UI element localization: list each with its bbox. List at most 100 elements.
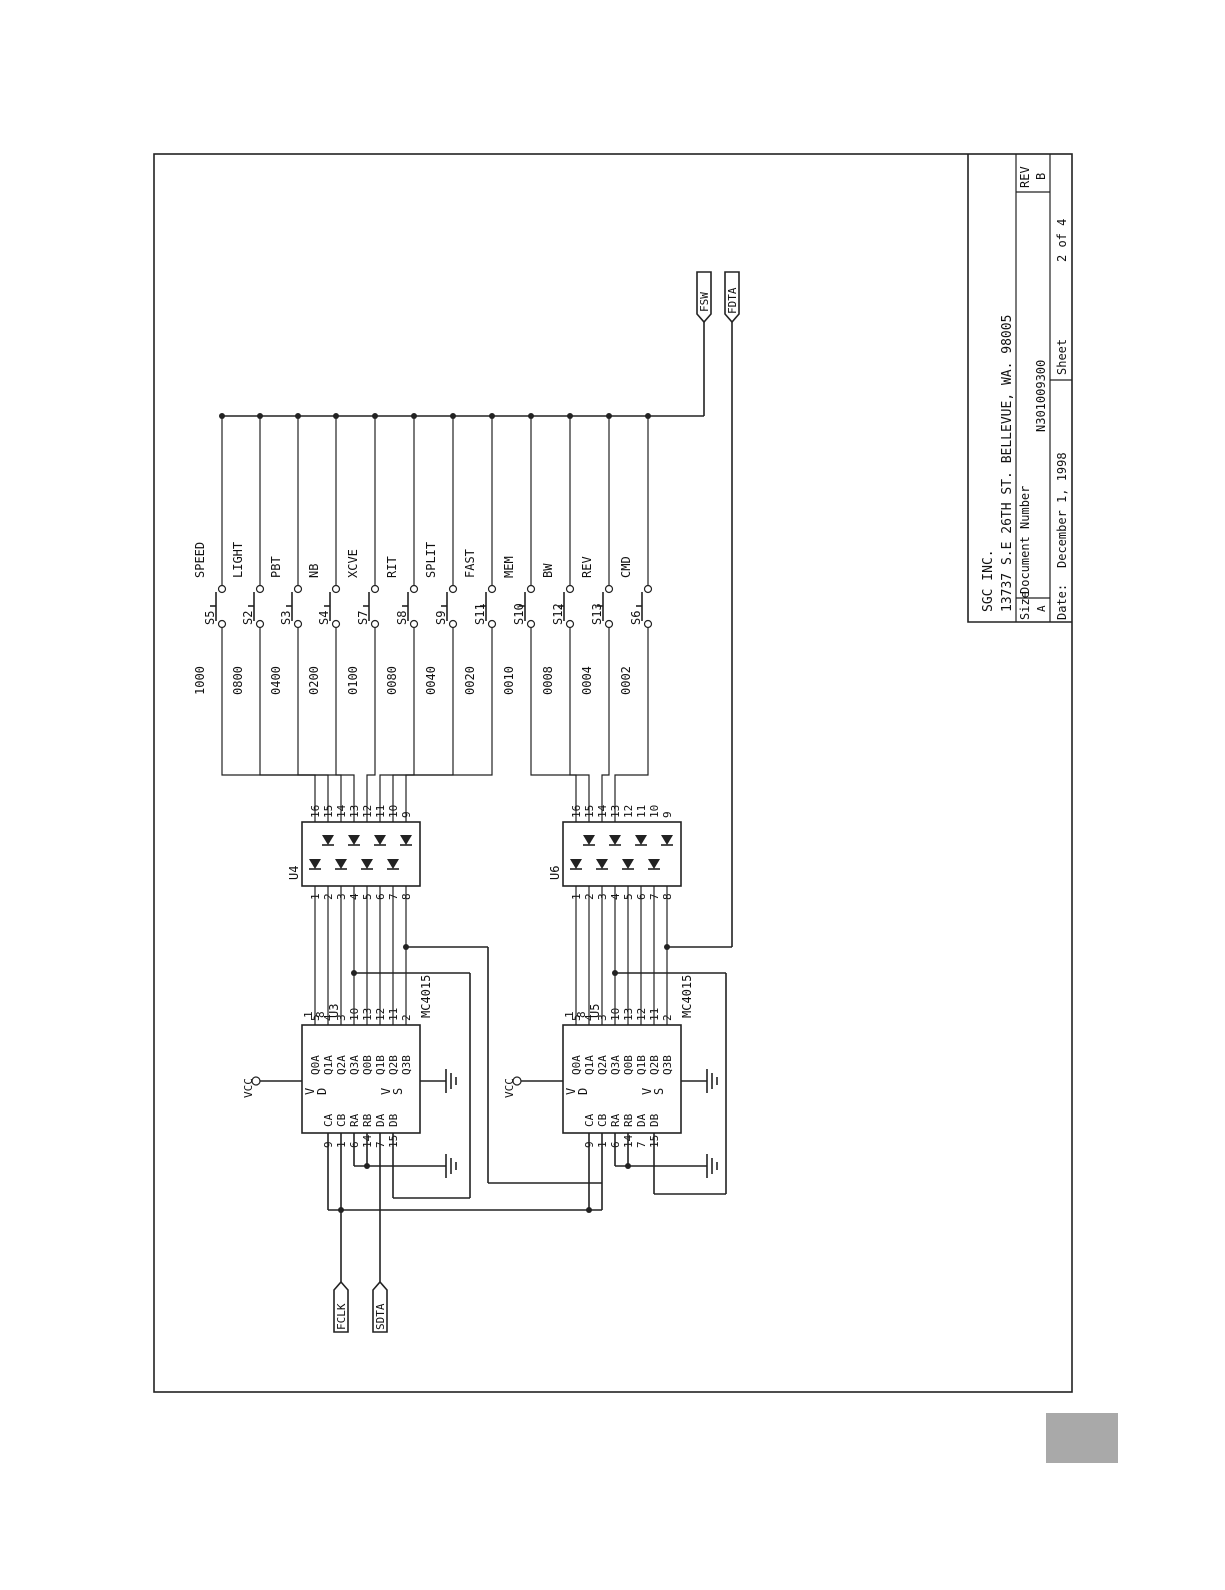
switch-code: 0040 (424, 666, 438, 695)
switch-ref: S9 (434, 611, 448, 625)
switch-code: 0010 (502, 666, 516, 695)
register-input-label: CA (583, 1113, 596, 1127)
power-pin-label: S (652, 1088, 666, 1095)
pin-number: 11 (374, 805, 387, 818)
register-input-label: DA (374, 1113, 387, 1127)
pin-number: 10 (648, 805, 661, 818)
pin-number: 15 (583, 805, 596, 818)
switch-code: 0080 (385, 666, 399, 695)
switch-s10[interactable]: S10 MEM 0010 (502, 413, 577, 822)
rev-label: REV (1018, 166, 1032, 188)
pin-number: 7 (635, 1141, 648, 1148)
switch-name: RIT (385, 556, 399, 578)
power-pin-label: V (379, 1088, 393, 1095)
power-pin-label: D (576, 1088, 590, 1095)
pin-number: 16 (309, 805, 322, 818)
register-input-label: CB (596, 1113, 609, 1127)
register-input-label: RB (361, 1113, 374, 1127)
register-output-label: Q0B (361, 1055, 374, 1075)
switch-ref: S6 (629, 611, 643, 625)
register-output-label: Q0A (570, 1055, 583, 1075)
switch-ref: S2 (241, 611, 255, 625)
switch-ref: S8 (395, 611, 409, 625)
pin-number: 9 (400, 811, 413, 818)
switch-s8[interactable]: S8 RIT 0080 (379, 413, 419, 822)
port-sdta-label: SDTA (374, 1303, 387, 1330)
u5-vcc-label: VCC (503, 1078, 516, 1098)
switch-code: 0400 (269, 666, 283, 695)
switch-code: 0008 (541, 666, 555, 695)
register-ref: U3 (327, 1004, 341, 1018)
register-input-label: RB (622, 1113, 635, 1127)
pin-number: 15 (322, 805, 335, 818)
register-output-label: Q2A (596, 1055, 609, 1075)
register-input-label: CA (322, 1113, 335, 1127)
switch-ref: S13 (590, 603, 604, 625)
register-input-label: RA (609, 1113, 622, 1127)
switch-name: XCVE (346, 549, 360, 578)
switch-columns: S5SPEED1000S2LIGHT0800S3PBT0400S4NB0200S… (193, 413, 653, 822)
register-output-label: Q2B (648, 1055, 661, 1075)
pin-number: 16 (570, 805, 583, 818)
switch-ref: S5 (203, 611, 217, 625)
register-output-label: Q3A (609, 1055, 622, 1075)
power-pin-label: D (315, 1088, 329, 1095)
pin-number: 14 (335, 804, 348, 818)
switch-code: 1000 (193, 666, 207, 695)
switch-ref: S3 (279, 611, 293, 625)
u6-ref: U6 (548, 866, 562, 880)
register-output-label: Q3A (348, 1055, 361, 1075)
register-output-label: Q3B (661, 1055, 674, 1075)
register-output-label: Q0B (622, 1055, 635, 1075)
page-tab (1046, 1413, 1118, 1463)
register-input-label: DA (635, 1113, 648, 1127)
sheet-label: Sheet (1055, 339, 1069, 375)
register-output-label: Q1A (322, 1055, 335, 1075)
size-value: A (1035, 605, 1048, 612)
switch-name: REV (580, 556, 594, 578)
switch-name: LIGHT (231, 542, 245, 578)
shift-register-u5: Q0A5Q1A4Q2A3Q3A10Q0B13Q1B12Q2B11Q3B2CA9C… (562, 975, 694, 1148)
register-input-label: RA (348, 1113, 361, 1127)
port-fclk-label: FCLK (335, 1303, 348, 1330)
pin-number: 8 (575, 1011, 588, 1018)
document-number-value: N301009300 (1034, 360, 1048, 432)
register-output-label: Q1A (583, 1055, 596, 1075)
switch-code: 0004 (580, 666, 594, 695)
register-output-label: Q1B (374, 1055, 387, 1075)
switch-name: CMD (619, 556, 633, 578)
fsw-bus: FSW FDTA (222, 271, 740, 947)
register-part: MC4015 (680, 975, 694, 1018)
pin-number: 13 (348, 805, 361, 818)
u4-ref: U4 (287, 866, 301, 880)
pin-number: 12 (361, 805, 374, 818)
switch-name: MEM (502, 556, 516, 578)
register-input-label: DB (648, 1113, 661, 1127)
date-value: December 1, 1998 (1055, 452, 1069, 568)
sheet-value: 2 of 4 (1055, 219, 1069, 262)
register-wiring: VCC VCC (242, 886, 732, 1333)
rev-value: B (1034, 173, 1048, 180)
switch-name: FAST (463, 549, 477, 578)
switch-code: 0200 (307, 666, 321, 695)
register-input-label: CB (335, 1113, 348, 1127)
pin-number: 11 (635, 805, 648, 818)
switch-ref: S4 (317, 611, 331, 625)
switch-ref: S10 (512, 603, 526, 625)
power-pin-label: V (564, 1088, 578, 1095)
register-output-label: Q2A (335, 1055, 348, 1075)
switch-s13[interactable]: S13 REV 0004 (580, 413, 614, 822)
switch-ref: S12 (551, 603, 565, 625)
switch-s6[interactable]: S6 CMD 0002 (614, 413, 653, 822)
drawing-border (153, 153, 1073, 1393)
switch-code: 0002 (619, 666, 633, 695)
